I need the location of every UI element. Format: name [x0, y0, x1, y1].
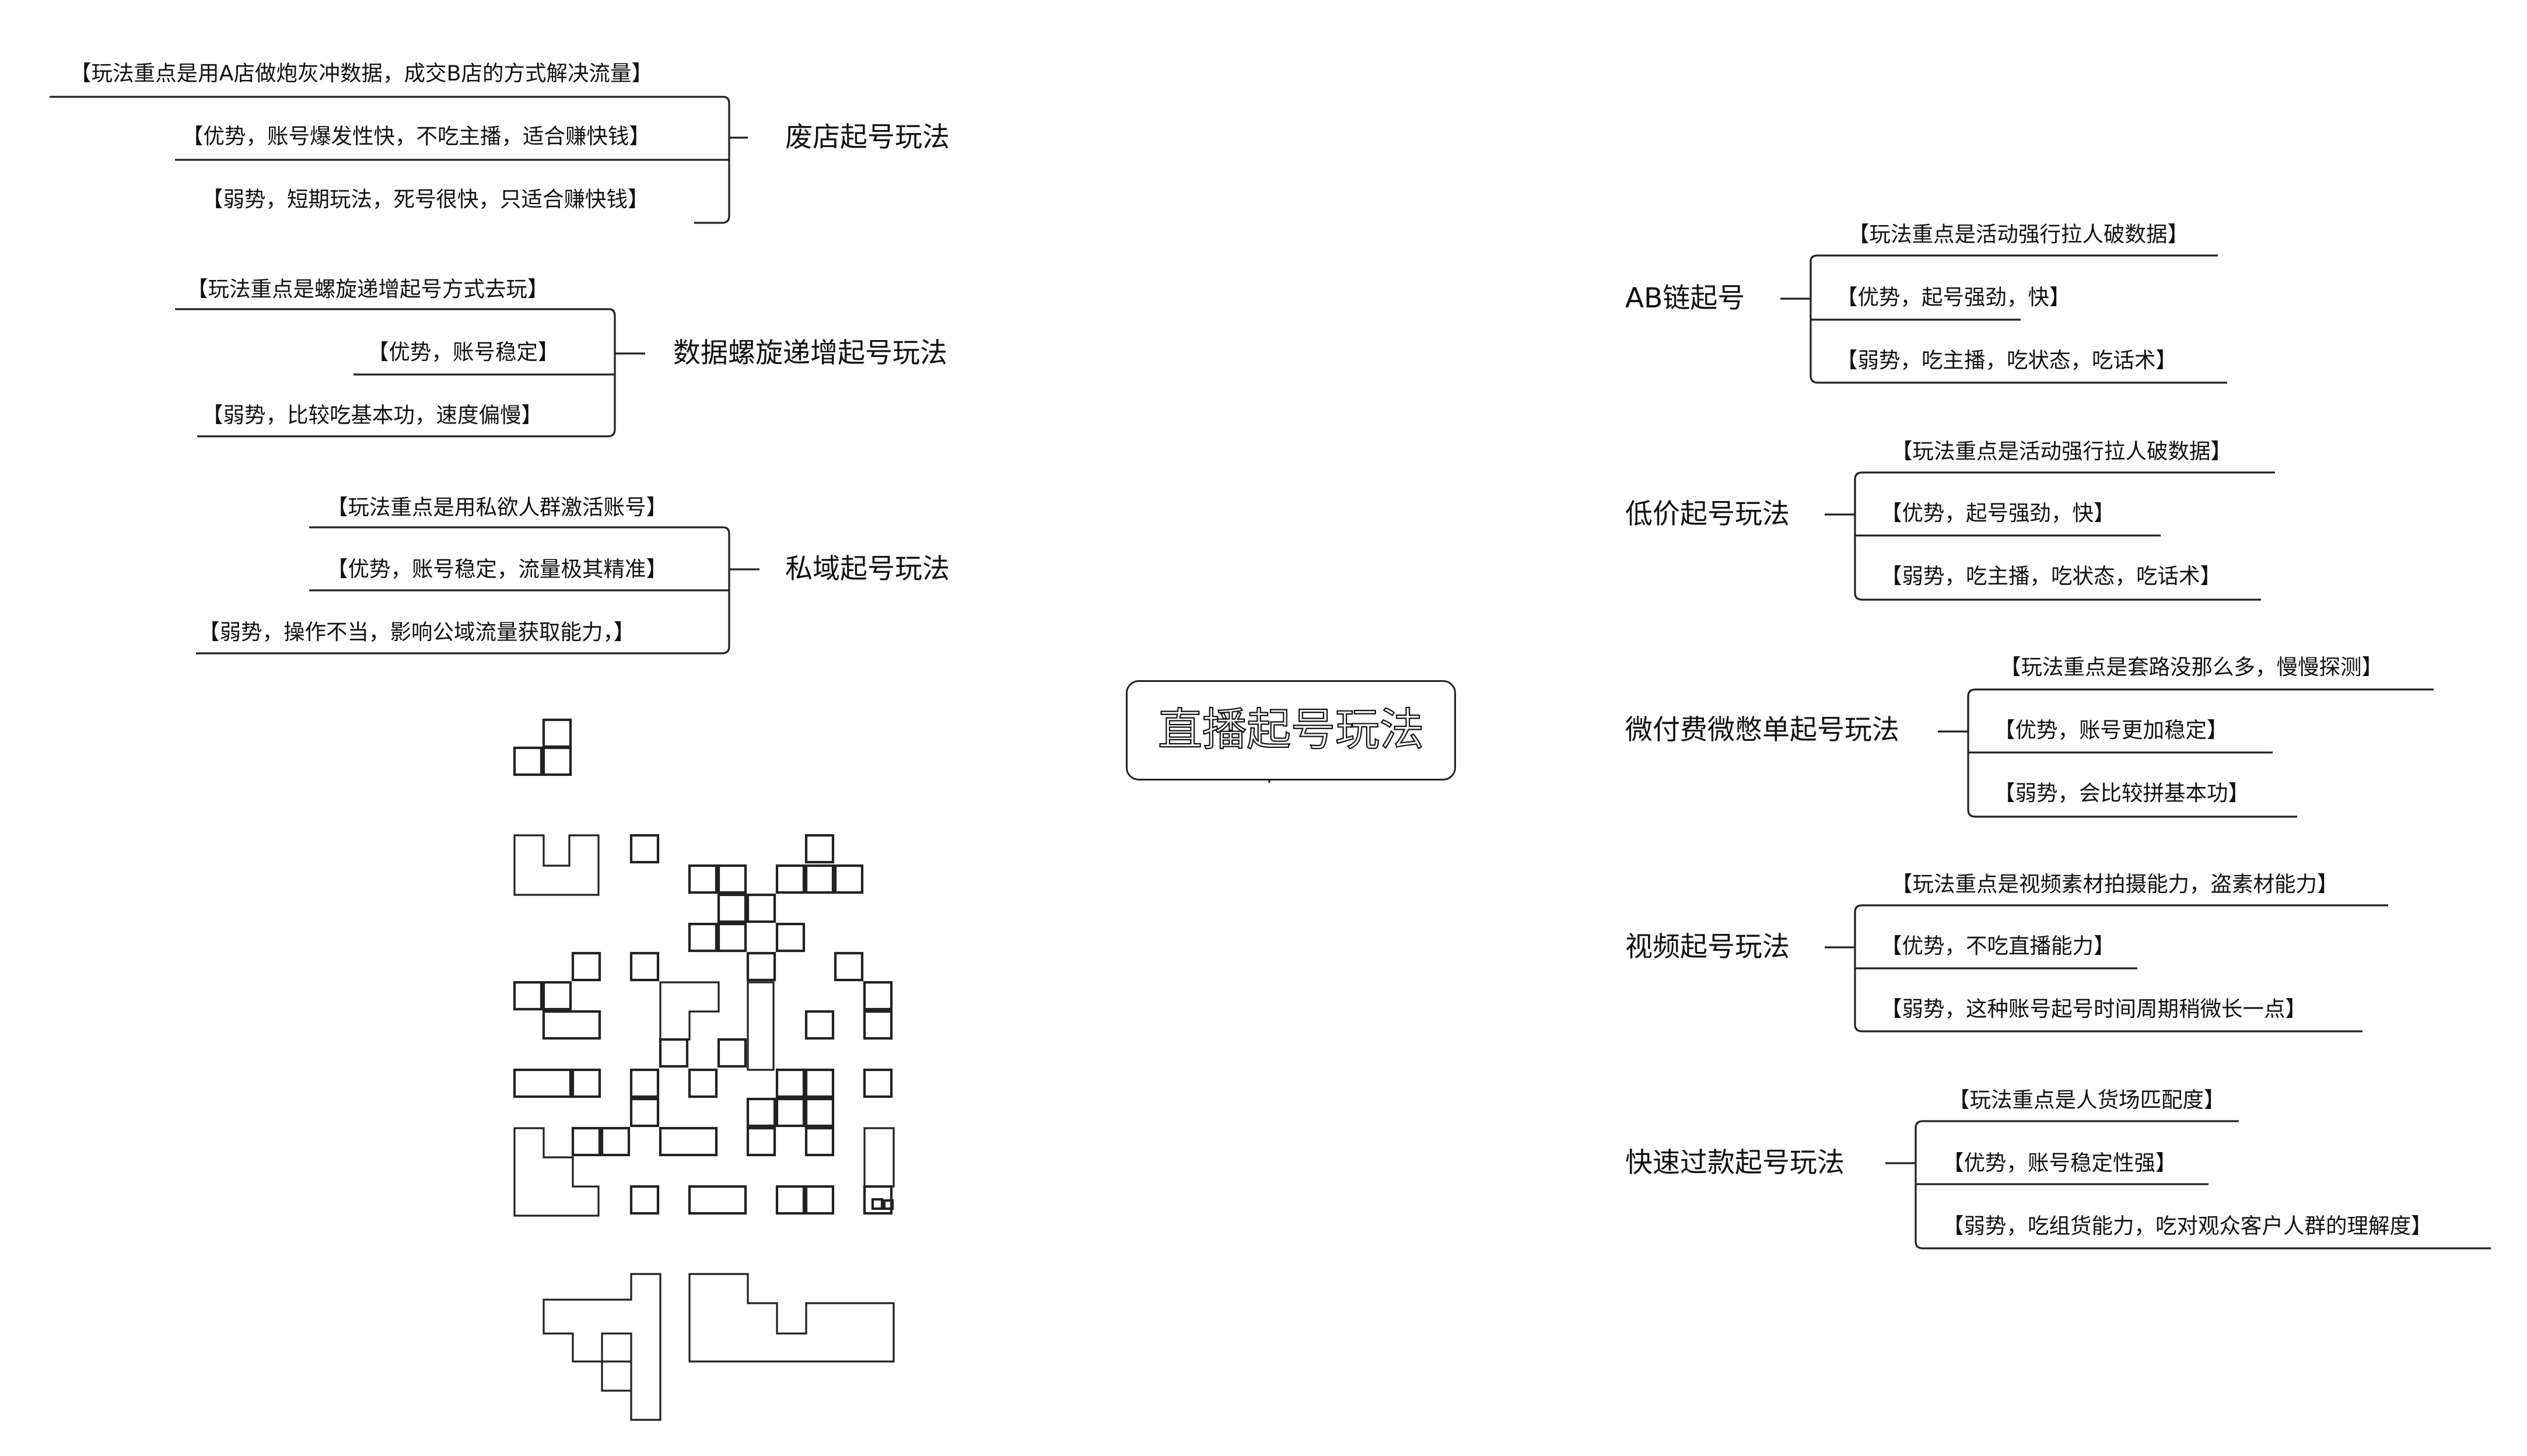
leaf-fast-product-weakness[interactable]: 【弱势，吃组货能力，吃对观众客户人群的理解度】: [1943, 1213, 2432, 1238]
leaf-dead-shop-advantage[interactable]: 【优势，账号爆发性快，不吃主播，适合赚快钱】: [182, 124, 650, 149]
leaf-dead-shop-focus[interactable]: 【玩法重点是用A店做炮灰冲数据，成交B店的方式解决流量】: [70, 61, 653, 86]
leaf-low-price-advantage[interactable]: 【优势，起号强劲，快】: [1881, 501, 2115, 526]
branch-data-spiral[interactable]: 数据螺旋递增起号玩法: [673, 337, 947, 369]
branch-video[interactable]: 视频起号玩法: [1625, 931, 1790, 963]
leaf-spiral-advantage[interactable]: 【优势，账号稳定】: [368, 340, 559, 365]
branch-micro-paid[interactable]: 微付费微憋单起号玩法: [1625, 714, 1899, 746]
center-topic-title: 直播起号玩法: [1157, 704, 1424, 755]
leaf-video-advantage[interactable]: 【优势，不吃直播能力】: [1881, 933, 2115, 958]
leaf-private-weakness[interactable]: 【弱势，操作不当，影响公域流量获取能力，】: [198, 620, 635, 645]
qr-code-pattern-icon: [513, 718, 895, 1421]
leaf-spiral-focus[interactable]: 【玩法重点是螺旋递增起号方式去玩】: [187, 276, 549, 302]
leaf-micro-paid-weakness[interactable]: 【弱势，会比较拼基本功】: [1994, 780, 2249, 806]
branch-dead-shop[interactable]: 废店起号玩法: [785, 121, 950, 153]
leaf-fast-product-advantage[interactable]: 【优势，账号稳定性强】: [1943, 1150, 2177, 1175]
branch-low-price[interactable]: 低价起号玩法: [1625, 498, 1790, 530]
leaf-private-advantage[interactable]: 【优势，账号稳定，流量极其精准】: [327, 556, 667, 582]
leaf-video-focus[interactable]: 【玩法重点是视频素材拍摄能力，盗素材能力】: [1891, 872, 2339, 897]
leaf-ab-focus[interactable]: 【玩法重点是活动强行拉人破数据】: [1848, 222, 2189, 247]
leaf-dead-shop-weakness[interactable]: 【弱势，短期玩法，死号很快，只适合赚快钱】: [202, 187, 649, 212]
leaf-ab-advantage[interactable]: 【优势，起号强劲，快】: [1836, 285, 2071, 310]
branch-fast-product[interactable]: 快速过款起号玩法: [1625, 1147, 1845, 1179]
leaf-micro-paid-focus[interactable]: 【玩法重点是套路没那么多，慢慢探测】: [2000, 654, 2383, 680]
leaf-micro-paid-advantage[interactable]: 【优势，账号更加稳定】: [1994, 718, 2228, 743]
leaf-low-price-focus[interactable]: 【玩法重点是活动强行拉人破数据】: [1891, 439, 2232, 464]
leaf-fast-product-focus[interactable]: 【玩法重点是人货场匹配度】: [1948, 1087, 2225, 1112]
leaf-private-focus[interactable]: 【玩法重点是用私欲人群激活账号】: [327, 495, 667, 520]
leaf-spiral-weakness[interactable]: 【弱势，比较吃基本功，速度偏慢】: [202, 402, 542, 428]
branch-ab-link[interactable]: AB链起号: [1625, 282, 1745, 314]
center-topic[interactable]: 直播起号玩法: [1126, 680, 1456, 780]
leaf-ab-weakness[interactable]: 【弱势，吃主播，吃状态，吃话术】: [1836, 348, 2177, 373]
leaf-video-weakness[interactable]: 【弱势，这种账号起号时间周期稍微长一点】: [1881, 996, 2306, 1021]
leaf-low-price-weakness[interactable]: 【弱势，吃主播，吃状态，吃话术】: [1881, 564, 2221, 589]
branch-private-domain[interactable]: 私域起号玩法: [785, 553, 950, 585]
